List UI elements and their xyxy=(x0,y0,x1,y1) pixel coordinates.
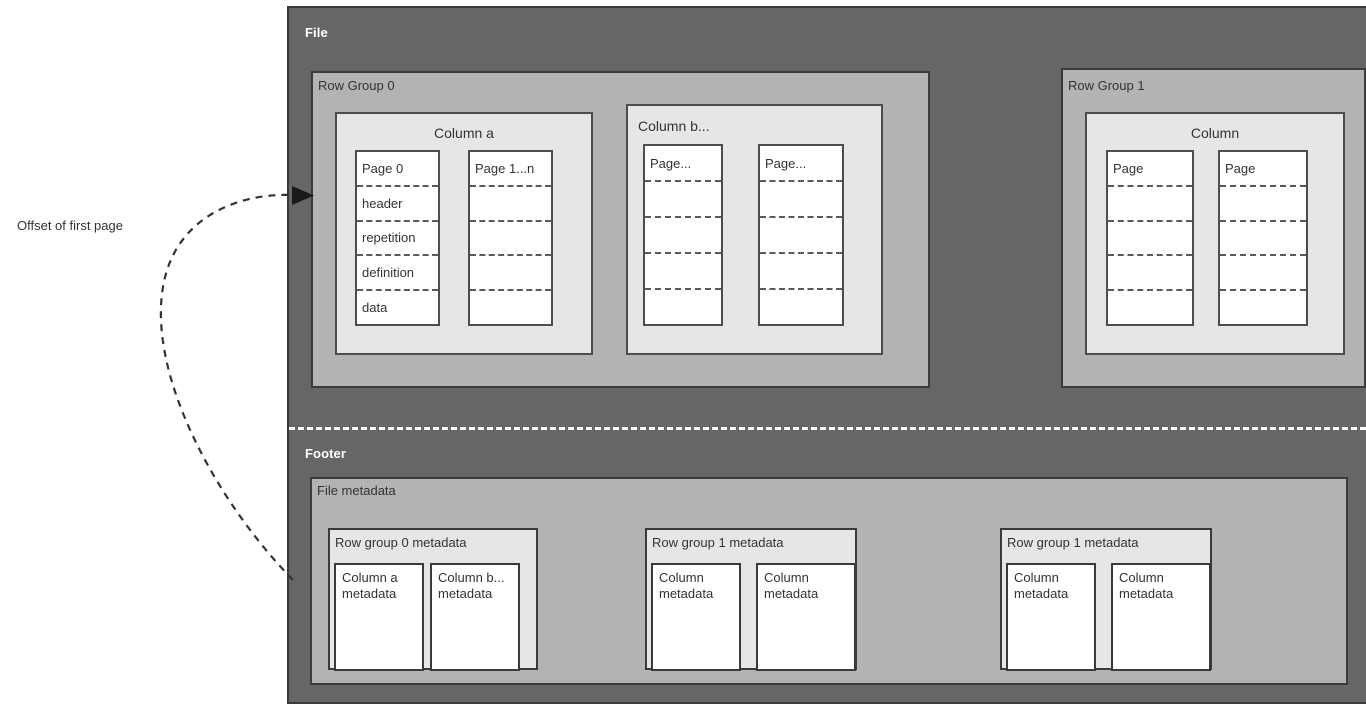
page-row xyxy=(1220,256,1306,292)
page-row xyxy=(760,290,842,324)
page-box-rg1-1: Page xyxy=(1218,150,1308,326)
page-row xyxy=(470,222,551,257)
page-box-b-1: Page... xyxy=(758,144,844,326)
row-group-1-label: Row Group 1 xyxy=(1068,78,1145,93)
metadata-group-0-label: Row group 0 metadata xyxy=(335,535,467,550)
offset-arrow-path xyxy=(159,193,294,581)
metadata-column-1-0: Column metadata xyxy=(651,563,741,671)
page-row xyxy=(760,254,842,290)
metadata-group-1-label: Row group 1 metadata xyxy=(652,535,784,550)
file-footer-divider xyxy=(289,427,1366,430)
page-row xyxy=(645,254,721,290)
page-row: repetition xyxy=(357,222,438,257)
page-row xyxy=(470,291,551,324)
metadata-column-0-0: Column a metadata xyxy=(334,563,424,671)
page-row: Page... xyxy=(645,146,721,182)
footer-section-label: Footer xyxy=(305,446,347,461)
page-row xyxy=(1220,187,1306,222)
page-box-rg1-0: Page xyxy=(1106,150,1194,326)
metadata-column-0-1: Column b... metadata xyxy=(430,563,520,671)
page-row xyxy=(470,256,551,292)
page-box-a-0: Page 0 header repetition definition data xyxy=(355,150,440,326)
file-metadata-label: File metadata xyxy=(317,483,396,498)
page-row xyxy=(1108,291,1192,324)
metadata-group-2-label: Row group 1 metadata xyxy=(1007,535,1139,550)
column-a-title: Column a xyxy=(434,125,494,141)
page-row: definition xyxy=(357,256,438,292)
page-row xyxy=(1108,187,1192,222)
page-box-b-0: Page... xyxy=(643,144,723,326)
page-row xyxy=(1220,222,1306,257)
column-b-title: Column b... xyxy=(638,118,710,134)
page-row: Page xyxy=(1220,152,1306,187)
page-row xyxy=(1108,222,1192,257)
page-row: header xyxy=(357,187,438,222)
page-row: Page 1...n xyxy=(470,152,551,187)
metadata-column-2-1: Column metadata xyxy=(1111,563,1211,671)
page-row: data xyxy=(362,300,388,316)
row-group-0-label: Row Group 0 xyxy=(318,78,395,93)
file-section-label: File xyxy=(305,25,328,40)
page-box-a-1: Page 1...n xyxy=(468,150,553,326)
metadata-column-2-0: Column metadata xyxy=(1006,563,1096,671)
page-row: Page 0 xyxy=(357,152,438,187)
page-row xyxy=(760,218,842,254)
page-row xyxy=(1108,256,1192,292)
page-row xyxy=(1220,291,1306,324)
metadata-column-1-1: Column metadata xyxy=(756,563,856,671)
offset-annotation-label: Offset of first page xyxy=(17,218,123,233)
page-row xyxy=(645,290,721,324)
page-row xyxy=(645,182,721,218)
page-row xyxy=(470,187,551,222)
page-row: Page xyxy=(1108,152,1192,187)
page-row xyxy=(645,218,721,254)
page-row xyxy=(760,182,842,218)
page-row: Page... xyxy=(760,146,842,182)
column-rg1-title: Column xyxy=(1190,125,1240,141)
